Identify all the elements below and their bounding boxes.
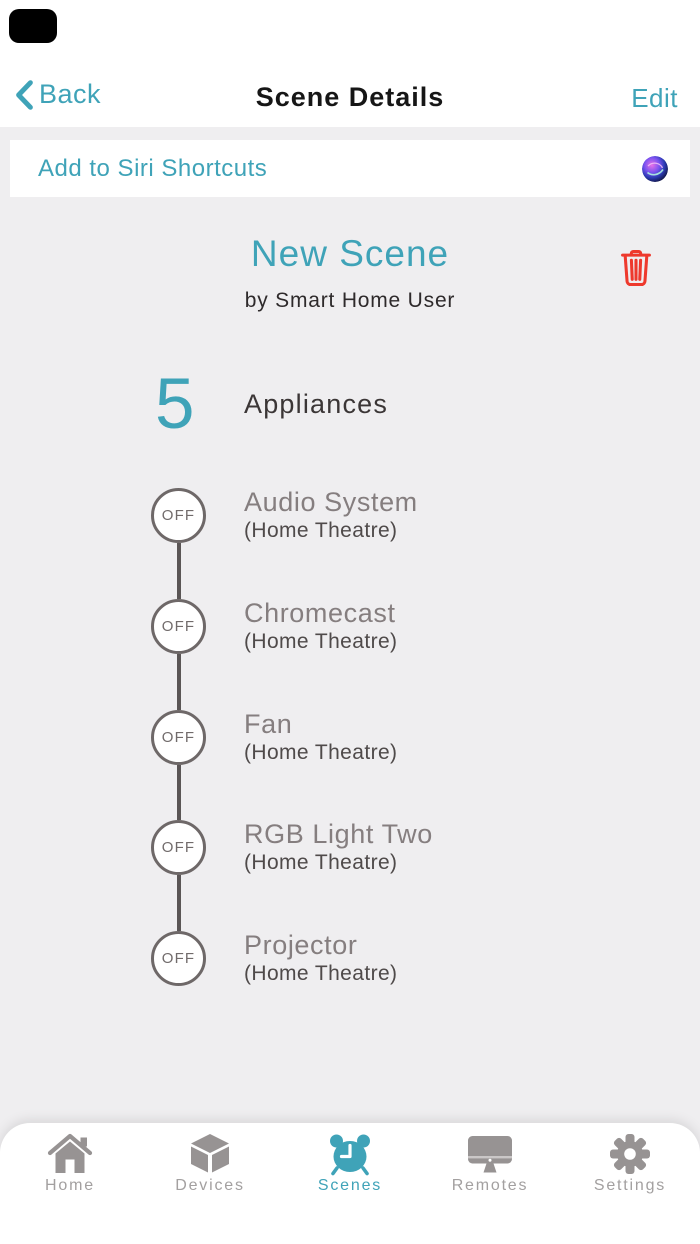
tab-home[interactable]: Home: [0, 1132, 140, 1195]
tab-devices[interactable]: Devices: [140, 1132, 280, 1195]
timeline-connector: [177, 654, 181, 710]
tab-label: Devices: [175, 1177, 245, 1194]
appliance-name: Audio System: [244, 487, 418, 517]
timeline-connector: [177, 543, 181, 599]
appliance-row: OFF Fan (Home Theatre): [151, 709, 397, 766]
appliance-info: Projector (Home Theatre): [244, 930, 397, 987]
tab-label: Home: [45, 1177, 95, 1194]
navigation-bar: Back Scene Details Edit: [0, 0, 700, 127]
devices-icon: [188, 1132, 232, 1176]
appliance-room: (Home Theatre): [244, 741, 398, 764]
chevron-left-icon: [14, 79, 35, 110]
power-state-label: OFF: [161, 507, 196, 524]
appliance-name: RGB Light Two: [244, 819, 433, 849]
timeline-connector: [177, 875, 181, 931]
power-state-badge[interactable]: OFF: [151, 710, 206, 765]
appliance-count-label: Appliances: [244, 389, 389, 419]
appliance-room: (Home Theatre): [244, 519, 398, 542]
appliance-info: Fan (Home Theatre): [244, 709, 397, 766]
tab-label: Remotes: [451, 1177, 529, 1194]
appliance-row: OFF RGB Light Two (Home Theatre): [151, 819, 433, 876]
remotes-icon: [467, 1132, 513, 1176]
power-state-label: OFF: [161, 839, 196, 856]
power-state-label: OFF: [161, 618, 196, 635]
add-to-siri-row[interactable]: Add to Siri Shortcuts: [10, 140, 690, 197]
settings-icon: [608, 1132, 652, 1176]
power-state-label: OFF: [161, 950, 196, 967]
tab-remotes[interactable]: Remotes: [420, 1132, 560, 1195]
appliance-room: (Home Theatre): [244, 630, 398, 653]
tab-bar: Home Devices: [0, 1123, 700, 1244]
appliance-room: (Home Theatre): [244, 962, 398, 985]
tab-scenes[interactable]: Scenes: [280, 1132, 420, 1195]
trash-icon[interactable]: [618, 249, 654, 289]
edit-button[interactable]: Edit: [631, 83, 678, 113]
tab-label: Scenes: [317, 1177, 383, 1194]
scenes-icon: [327, 1132, 373, 1176]
status-bar-pill: [9, 9, 57, 43]
appliance-row: OFF Projector (Home Theatre): [151, 930, 397, 987]
appliance-info: Audio System (Home Theatre): [244, 487, 418, 544]
page-title: Scene Details: [255, 82, 445, 112]
add-to-siri-label: Add to Siri Shortcuts: [38, 154, 268, 182]
timeline-connector: [177, 765, 181, 820]
appliance-row: OFF Chromecast (Home Theatre): [151, 598, 397, 655]
appliance-name: Fan: [244, 709, 293, 739]
scene-author: by Smart Home User: [244, 289, 456, 312]
appliance-name: Projector: [244, 930, 358, 960]
power-state-label: OFF: [161, 729, 196, 746]
power-state-badge[interactable]: OFF: [151, 820, 206, 875]
back-button[interactable]: Back: [14, 79, 101, 110]
appliance-info: RGB Light Two (Home Theatre): [244, 819, 433, 876]
back-label: Back: [39, 79, 102, 109]
appliance-count: 5: [155, 365, 195, 444]
appliance-row: OFF Audio System (Home Theatre): [151, 487, 418, 544]
tab-label: Settings: [593, 1177, 667, 1194]
appliance-name: Chromecast: [244, 598, 396, 628]
appliance-info: Chromecast (Home Theatre): [244, 598, 397, 655]
power-state-badge[interactable]: OFF: [151, 488, 206, 543]
power-state-badge[interactable]: OFF: [151, 931, 206, 986]
home-icon: [47, 1132, 93, 1176]
tab-settings[interactable]: Settings: [560, 1132, 700, 1195]
siri-icon: [642, 155, 668, 182]
power-state-badge[interactable]: OFF: [151, 599, 206, 654]
scene-name: New Scene: [250, 233, 450, 274]
appliance-room: (Home Theatre): [244, 851, 398, 874]
